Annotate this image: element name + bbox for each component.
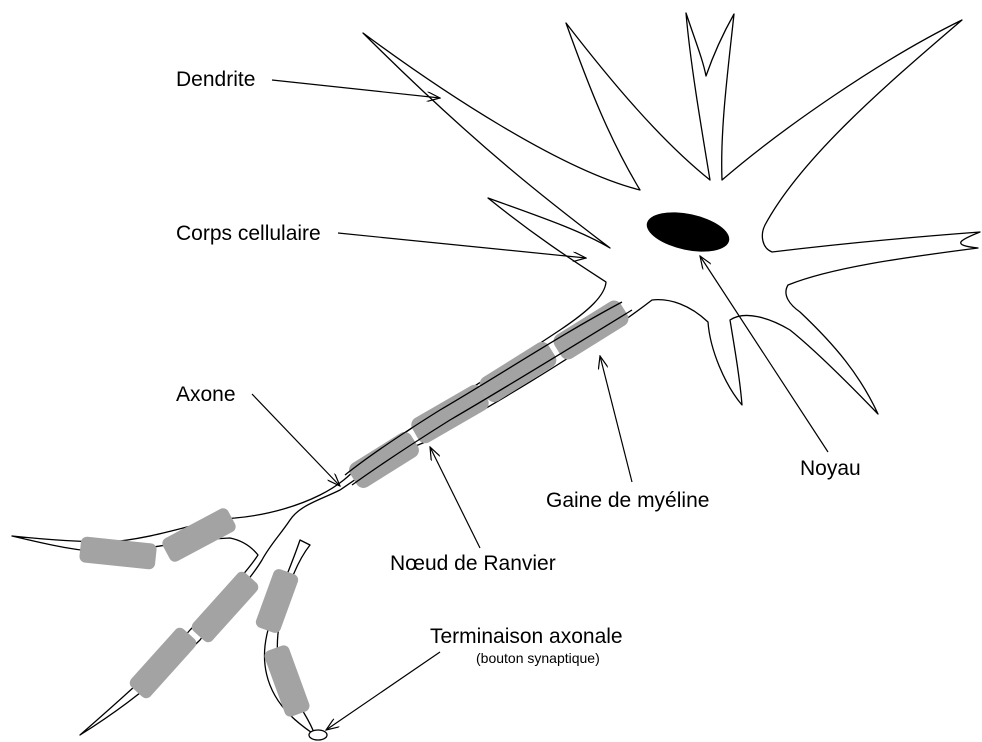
label-dendrite: Dendrite [176,68,255,91]
label-node-of-ranvier: Nœud de Ranvier [390,552,556,575]
myelin-segment [189,569,261,644]
leader-node-of-ranvier [430,447,480,548]
myelin-segment [408,382,491,446]
label-axon: Axone [176,383,236,406]
myelin-segment [127,625,199,700]
myelin-segment [254,567,300,634]
label-cell-body: Corps cellulaire [176,222,321,245]
label-axon-terminal: Terminaison axonale [430,625,623,648]
label-axon-terminal-sub: (bouton synaptique) [476,650,600,666]
leader-axon [252,394,340,486]
axon-terminal-bouton [309,730,327,740]
leader-myelin [600,356,632,482]
leader-axon-terminal [326,652,440,730]
label-myelin-sheath: Gaine de myéline [546,489,709,512]
label-nucleus: Noyau [800,457,861,480]
myelin-segment [160,506,238,564]
